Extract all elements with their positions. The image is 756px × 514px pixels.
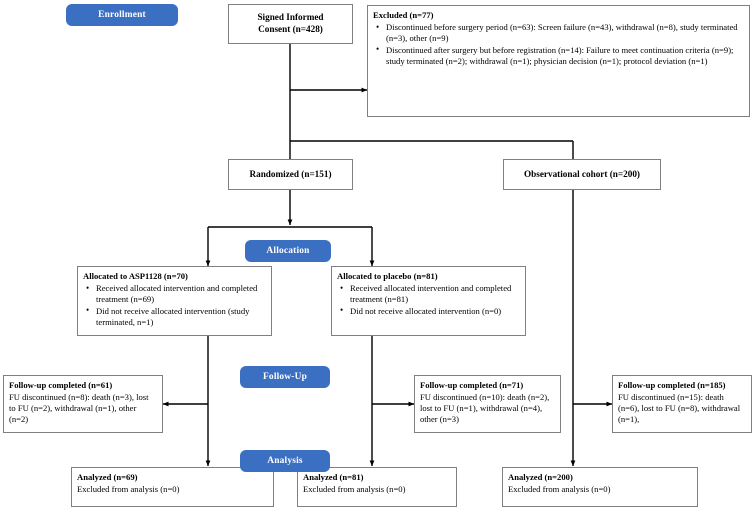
- an-placebo-detail: Excluded from analysis (n=0): [303, 484, 406, 494]
- node-allocated-placebo: Allocated to placebo (n=81) Received all…: [331, 266, 526, 336]
- node-analyzed-placebo: Analyzed (n=81) Excluded from analysis (…: [297, 467, 457, 507]
- list-item: Discontinued before surgery period (n=63…: [376, 22, 744, 44]
- consent-line-2: Consent (n=428): [258, 24, 323, 34]
- stage-label-enrollment: Enrollment: [66, 4, 178, 26]
- alloc-placebo-heading: Allocated to placebo (n=81): [337, 271, 438, 281]
- list-item: Received allocated intervention and comp…: [340, 283, 520, 305]
- stage-label-analysis: Analysis: [240, 450, 330, 472]
- node-observational-cohort: Observational cohort (n=200): [503, 159, 661, 190]
- fu-placebo-detail: FU discontinued (n=10): death (n=2), los…: [420, 392, 550, 424]
- node-excluded: Excluded (n=77) Discontinued before surg…: [367, 5, 750, 117]
- consent-line-1: Signed Informed: [257, 12, 324, 23]
- an-obs-detail: Excluded from analysis (n=0): [508, 484, 611, 494]
- stage-label-allocation: Allocation: [245, 240, 331, 262]
- node-analyzed-observational: Analyzed (n=200) Excluded from analysis …: [502, 467, 698, 507]
- fu-obs-detail: FU discontinued (n=15): death (n=6), los…: [618, 392, 741, 424]
- an-asp-heading: Analyzed (n=69): [77, 472, 138, 482]
- alloc-asp-heading: Allocated to ASP1128 (n=70): [83, 271, 188, 281]
- excluded-heading: Excluded (n=77): [373, 10, 434, 20]
- an-asp-detail: Excluded from analysis (n=0): [77, 484, 180, 494]
- node-allocated-asp1128: Allocated to ASP1128 (n=70) Received all…: [77, 266, 272, 336]
- list-item: Did not receive allocated intervention (…: [86, 305, 266, 328]
- node-analyzed-asp1128: Analyzed (n=69) Excluded from analysis (…: [71, 467, 274, 507]
- fu-obs-heading: Follow-up completed (n=185): [618, 380, 726, 390]
- fu-asp-detail: FU discontinued (n=8): death (n=3), lost…: [9, 392, 149, 424]
- node-followup-asp1128: Follow-up completed (n=61) FU discontinu…: [3, 375, 163, 433]
- node-randomized: Randomized (n=151): [228, 159, 353, 190]
- list-item: Discontinued after surgery but before re…: [376, 44, 744, 67]
- fu-placebo-heading: Follow-up completed (n=71): [420, 380, 524, 390]
- excluded-bullet-list: Discontinued before surgery period (n=63…: [373, 22, 744, 67]
- stage-label-followup: Follow-Up: [240, 366, 330, 388]
- node-followup-placebo: Follow-up completed (n=71) FU discontinu…: [414, 375, 561, 433]
- alloc-placebo-bullet-list: Received allocated intervention and comp…: [337, 283, 520, 317]
- alloc-asp-bullet-list: Received allocated intervention and comp…: [83, 283, 266, 328]
- an-placebo-heading: Analyzed (n=81): [303, 472, 364, 482]
- node-followup-observational: Follow-up completed (n=185) FU discontin…: [612, 375, 752, 433]
- fu-asp-heading: Follow-up completed (n=61): [9, 380, 113, 390]
- list-item: Did not receive allocated intervention (…: [340, 305, 520, 317]
- an-obs-heading: Analyzed (n=200): [508, 472, 573, 482]
- node-signed-informed-consent: Signed Informed Consent (n=428): [228, 4, 353, 44]
- list-item: Received allocated intervention and comp…: [86, 283, 266, 305]
